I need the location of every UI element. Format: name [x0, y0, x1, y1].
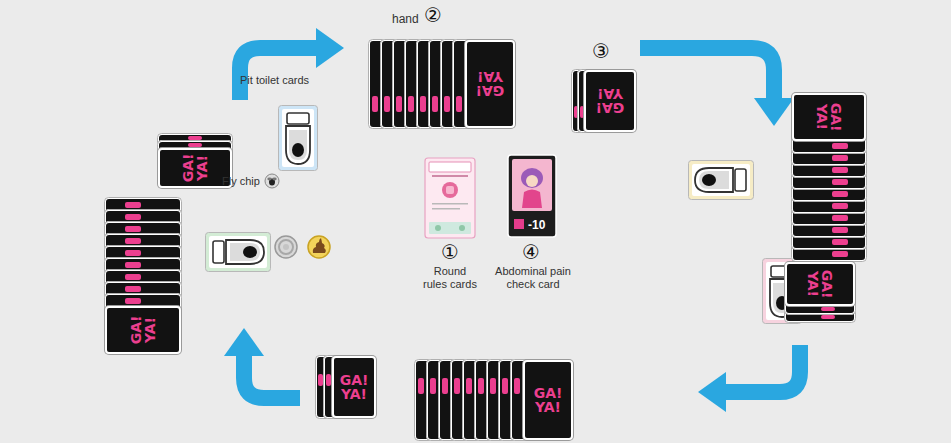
part-label: Round rules cards: [421, 265, 479, 290]
part-label: Abdominal pain check card: [493, 265, 573, 290]
card-back: GA! YA!: [158, 148, 232, 188]
card-back: GA! YA!: [465, 40, 515, 128]
penalty-value: -10: [528, 219, 545, 231]
round-rules-card: [425, 158, 475, 238]
card-logo: GA! YA!: [532, 386, 564, 414]
toilet-card: [689, 161, 754, 200]
card-back: GA! YA!: [523, 360, 573, 440]
turn-arrows: [240, 48, 800, 398]
card-logo: GA! YA!: [594, 87, 626, 115]
toilet-card: [279, 106, 318, 171]
card-back: GA! YA!: [332, 356, 376, 418]
card-logo: GA! YA!: [806, 268, 834, 300]
card-back: GA! YA!: [584, 70, 636, 132]
card-logo: GA! YA!: [338, 373, 370, 401]
card-back: GA! YA!: [785, 262, 855, 306]
toilet-card: [206, 233, 271, 272]
check-card: -10: [508, 155, 556, 237]
part-label: Pit toilet cards: [240, 74, 309, 87]
callout-number: ②: [424, 4, 442, 27]
silver-chip: [275, 236, 297, 258]
part-label: Fly chip: [222, 175, 260, 188]
fly-chip: [265, 174, 279, 188]
arrow-heads: [224, 28, 794, 412]
card-logo: GA! YA!: [181, 152, 209, 184]
card-back: GA! YA!: [792, 93, 866, 141]
gold-chip: [308, 236, 330, 258]
callout-number: ①: [441, 241, 459, 264]
part-label: hand: [392, 13, 419, 27]
card-back: GA! YA!: [105, 306, 181, 354]
callout-number: ③: [592, 40, 610, 63]
callout-number: ④: [522, 241, 540, 264]
card-logo: GA! YA!: [129, 314, 157, 346]
check-card-art: [508, 155, 556, 237]
card-logo: GA! YA!: [815, 101, 843, 133]
card-logo: GA! YA!: [474, 70, 506, 98]
